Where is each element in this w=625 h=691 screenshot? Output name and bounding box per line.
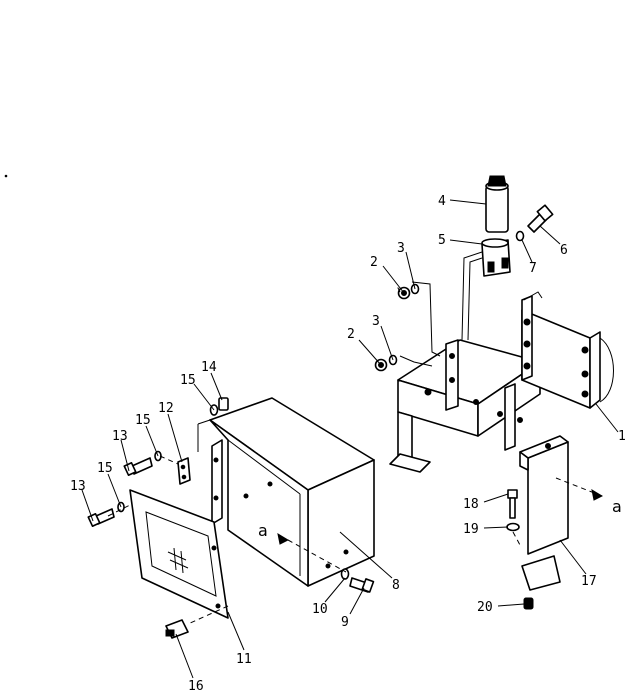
callout-13-lower: 13 bbox=[70, 479, 86, 494]
nut-14 bbox=[209, 397, 229, 416]
ref-arrow-left bbox=[277, 532, 290, 545]
mounting-frame bbox=[389, 339, 541, 473]
callout-3-lower: 3 bbox=[372, 314, 380, 329]
scan-speck bbox=[4, 174, 8, 178]
callout-10: 10 bbox=[312, 602, 328, 617]
callout-13-upper: 13 bbox=[112, 429, 128, 444]
callout-20: 20 bbox=[477, 600, 493, 615]
callout-17: 17 bbox=[581, 574, 597, 589]
callout-14: 14 bbox=[201, 360, 217, 375]
front-panel bbox=[129, 489, 229, 619]
latch-16 bbox=[165, 619, 189, 639]
bolt-18 bbox=[506, 489, 534, 610]
callout-15-bottom: 15 bbox=[97, 461, 113, 476]
callout-3-upper: 3 bbox=[397, 241, 405, 256]
bolt-6 bbox=[515, 204, 554, 242]
filter-cartridge bbox=[485, 175, 509, 233]
callout-15-middle: 15 bbox=[135, 413, 151, 428]
hash-symbol bbox=[167, 547, 189, 574]
ref-a-left: a bbox=[258, 521, 268, 540]
housing-box bbox=[197, 397, 375, 587]
callout-5: 5 bbox=[438, 233, 446, 248]
callout-labels: 1 2 3 2 3 4 5 6 7 8 9 10 11 12 13 13 14 … bbox=[70, 194, 625, 691]
leader-lines bbox=[81, 199, 619, 679]
callout-18: 18 bbox=[463, 497, 479, 512]
hinge-bracket bbox=[177, 457, 191, 485]
callout-15-top: 15 bbox=[180, 373, 196, 388]
bolt-13-lower bbox=[87, 501, 125, 528]
callout-11: 11 bbox=[236, 652, 252, 667]
bolt-9 bbox=[340, 568, 375, 593]
callout-7: 7 bbox=[529, 261, 537, 276]
callout-2-lower: 2 bbox=[347, 327, 355, 342]
bolt-13-upper bbox=[123, 450, 162, 477]
callout-16: 16 bbox=[188, 679, 204, 691]
filter-head bbox=[481, 238, 511, 277]
callout-19: 19 bbox=[463, 522, 479, 537]
callout-12: 12 bbox=[158, 401, 174, 416]
side-cover bbox=[519, 435, 569, 591]
fitting-upper bbox=[397, 283, 420, 300]
cooler-core bbox=[521, 291, 614, 409]
ref-arrow-right bbox=[591, 488, 604, 501]
callout-2-upper: 2 bbox=[370, 255, 378, 270]
assembly-lines bbox=[107, 283, 603, 625]
ref-a-right: a bbox=[612, 497, 622, 516]
callout-4: 4 bbox=[438, 194, 446, 209]
callout-1: 1 bbox=[618, 429, 625, 444]
callout-9: 9 bbox=[341, 615, 349, 630]
callout-8: 8 bbox=[392, 578, 400, 593]
callout-6: 6 bbox=[560, 243, 568, 258]
hoses bbox=[399, 251, 483, 367]
